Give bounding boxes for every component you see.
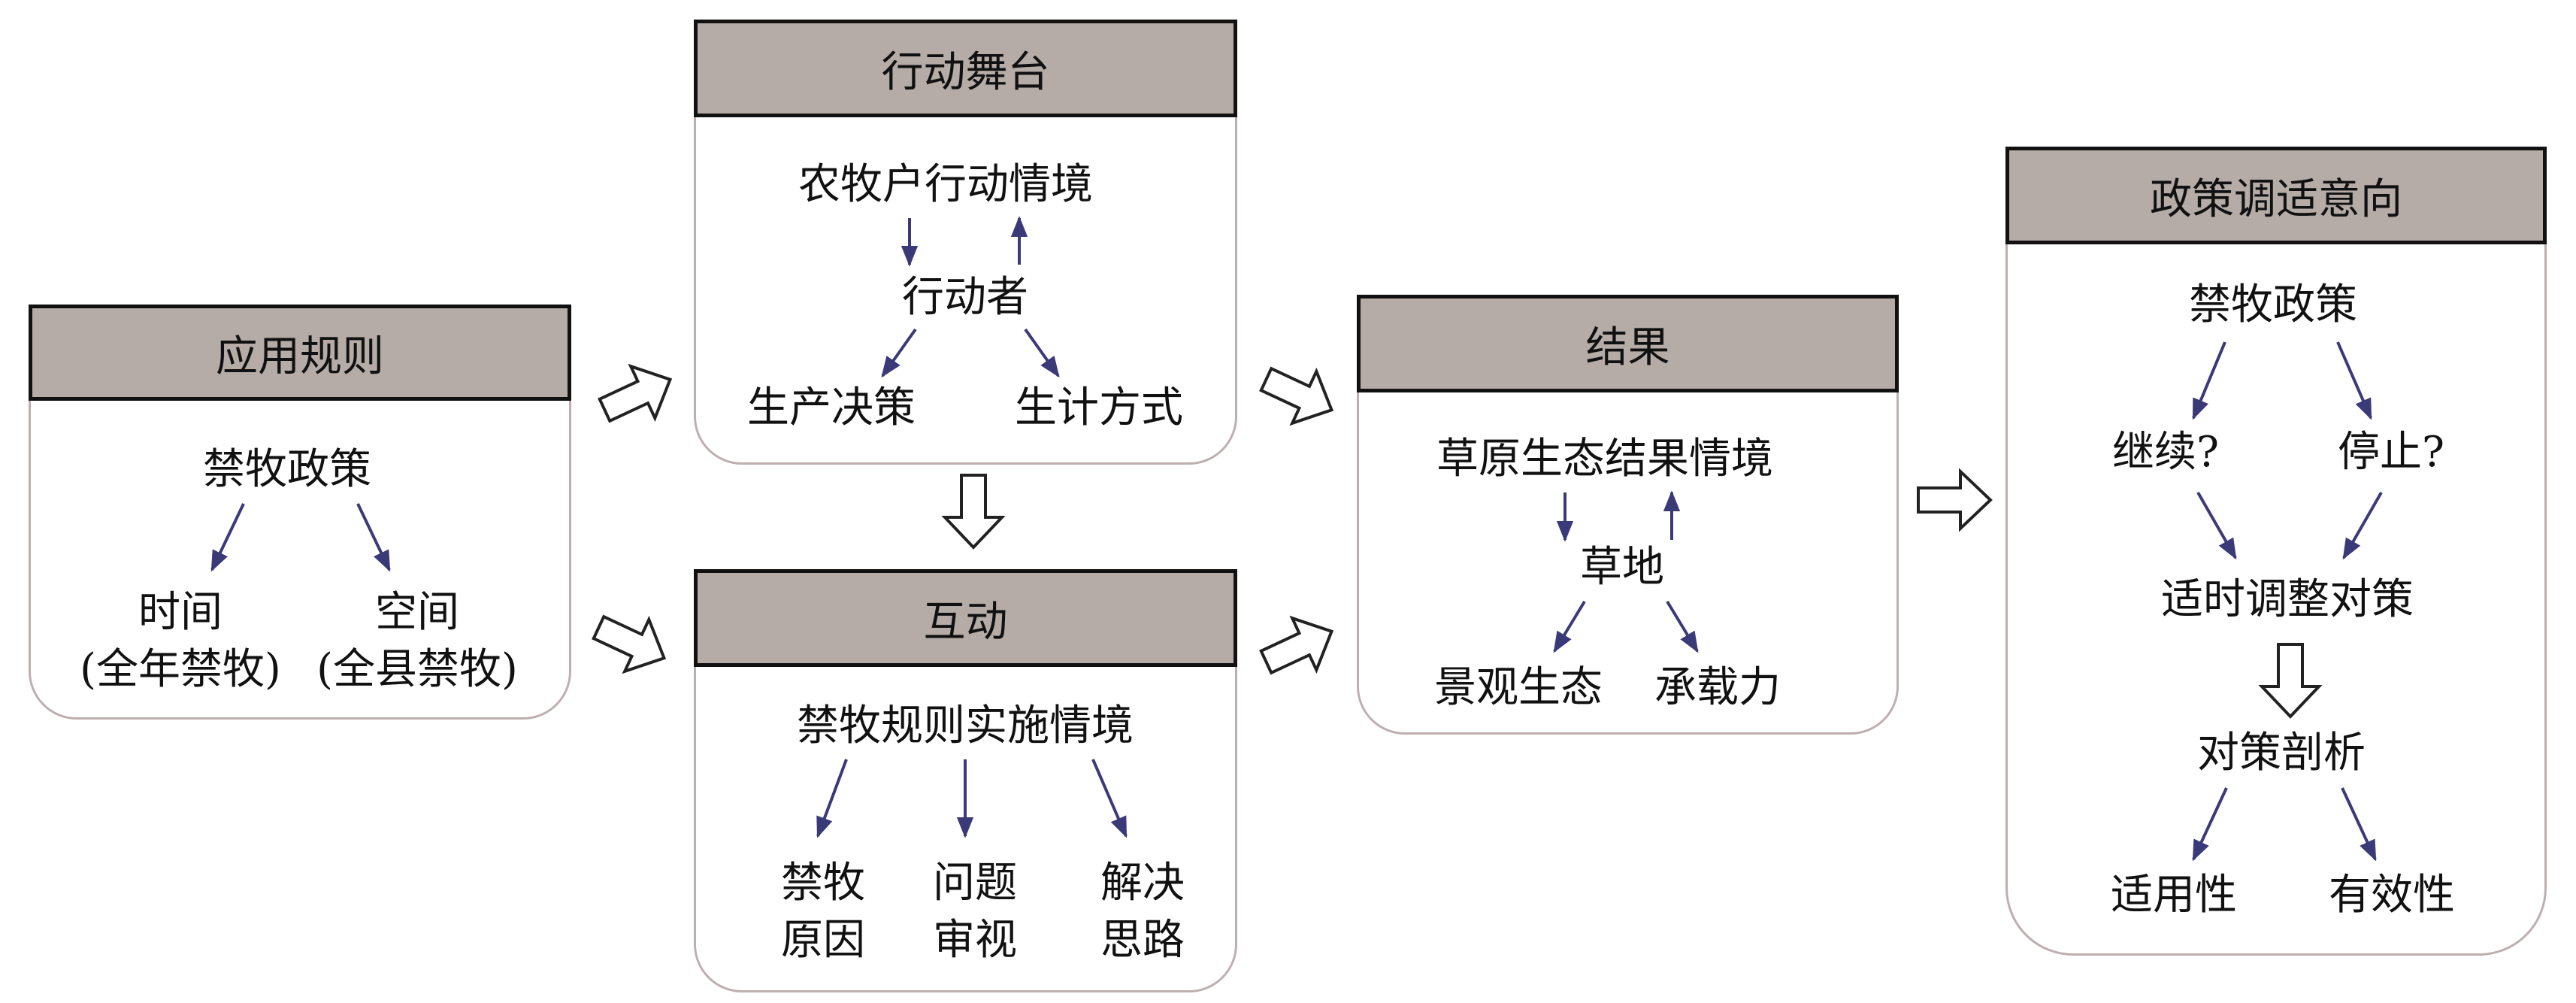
arrow-analysis-to-applicability bbox=[2192, 787, 2228, 862]
adjust-header: 政策调适意向 bbox=[2005, 147, 2547, 244]
rules-space-detail: (全县禁牧) bbox=[316, 645, 518, 694]
interaction-solution-line2: 思路 bbox=[1100, 916, 1185, 965]
rules-policy: 禁牧政策 bbox=[203, 445, 371, 494]
adjust-card bbox=[2005, 147, 2547, 956]
rules-space-block: 空间 (全县禁牧) bbox=[301, 584, 534, 698]
stage-title: 行动舞台 bbox=[881, 47, 1050, 97]
adjust-title: 政策调适意向 bbox=[2150, 174, 2402, 224]
outcome-grassland: 草地 bbox=[1580, 543, 1664, 592]
adjust-applicability: 适用性 bbox=[2111, 871, 2237, 920]
interaction-solution: 解决 思路 bbox=[1079, 855, 1206, 969]
flow-arrow-stage-to-outcome bbox=[1259, 366, 1334, 426]
flow-arrow-adjust-to-analysis bbox=[2258, 643, 2323, 719]
flow-arrow-stage-to-interaction bbox=[941, 474, 1006, 550]
adjust-policy: 禁牧政策 bbox=[2189, 280, 2357, 329]
flow-arrow-rules-to-interaction bbox=[592, 614, 667, 674]
outcome-situation: 草原生态结果情境 bbox=[1436, 435, 1773, 483]
outcome-capacity: 承载力 bbox=[1654, 663, 1781, 712]
flow-arrow-rules-to-stage bbox=[598, 363, 673, 423]
adjust-analysis: 对策剖析 bbox=[2197, 729, 2366, 777]
interaction-reason-line2: 原因 bbox=[781, 916, 865, 965]
interaction-reason-line1: 禁牧 bbox=[781, 859, 865, 908]
outcome-title: 结果 bbox=[1585, 323, 1670, 372]
interaction-title: 互动 bbox=[923, 597, 1008, 647]
interaction-problem: 问题 审视 bbox=[911, 855, 1039, 969]
adjust-stop: 停止? bbox=[2338, 428, 2445, 477]
rules-time-block: 时间 (全年禁牧) bbox=[64, 584, 297, 698]
interaction-problem-line2: 审视 bbox=[933, 916, 1017, 965]
arrow-continue-to-adjust bbox=[2196, 492, 2237, 560]
stage-situation: 农牧户行动情境 bbox=[798, 160, 1093, 209]
stage-livelihood: 生计方式 bbox=[1015, 383, 1183, 432]
arrow-grassland-to-capacity bbox=[1666, 600, 1699, 653]
arrow-analysis-to-effectiveness bbox=[2341, 787, 2377, 862]
arrow-rules-to-space bbox=[356, 503, 391, 572]
arrow-policy-to-continue bbox=[2192, 341, 2226, 420]
arrow-actor-to-livelihood bbox=[1024, 328, 1060, 378]
arrow-stop-to-adjust bbox=[2342, 492, 2383, 560]
stage-header: 行动舞台 bbox=[694, 20, 1237, 117]
interaction-problem-line1: 问题 bbox=[933, 859, 1017, 908]
stage-production: 生产决策 bbox=[747, 383, 916, 432]
rules-space: 空间 bbox=[375, 588, 459, 637]
outcome-header: 结果 bbox=[1357, 295, 1899, 392]
rules-header: 应用规则 bbox=[29, 305, 571, 401]
rules-time-detail: (全年禁牧) bbox=[80, 645, 281, 694]
adjust-continue: 继续? bbox=[2112, 428, 2220, 477]
interaction-solution-line1: 解决 bbox=[1100, 859, 1185, 908]
rules-time: 时间 bbox=[138, 588, 222, 637]
arrow-rules-to-time bbox=[210, 503, 245, 572]
interaction-reason: 禁牧 原因 bbox=[759, 855, 887, 969]
flow-arrow-outcome-to-adjust bbox=[1917, 468, 1993, 532]
interaction-situation: 禁牧规则实施情境 bbox=[797, 701, 1134, 750]
interaction-header: 互动 bbox=[694, 569, 1237, 667]
flow-arrow-interaction-to-outcome bbox=[1259, 615, 1334, 675]
arrow-actor-to-production bbox=[881, 328, 917, 378]
arrow-interaction-to-reason bbox=[816, 759, 848, 838]
arrow-policy-to-stop bbox=[2336, 341, 2372, 420]
rules-title: 应用规则 bbox=[216, 332, 384, 381]
arrow-grassland-to-landscape bbox=[1553, 600, 1586, 653]
adjust-effectiveness: 有效性 bbox=[2329, 871, 2455, 920]
arrow-interaction-to-solution bbox=[1091, 759, 1128, 838]
stage-actor: 行动者 bbox=[902, 273, 1028, 322]
outcome-landscape: 景观生态 bbox=[1434, 663, 1603, 712]
adjust-adjust: 适时调整对策 bbox=[2161, 575, 2414, 624]
